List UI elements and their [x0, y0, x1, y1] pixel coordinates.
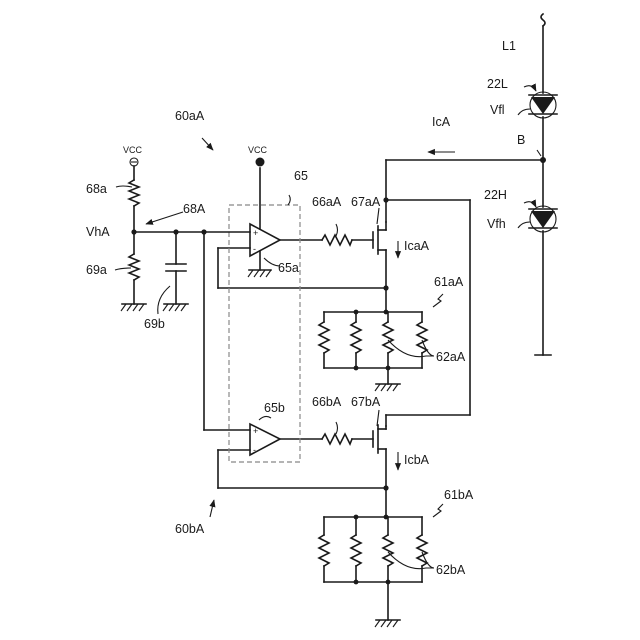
label-vha: VhA [86, 225, 110, 239]
opamp-package-box-65 [229, 205, 300, 462]
label-67ba: 67bA [351, 395, 381, 409]
opamp-a-plus: + [253, 228, 258, 238]
label-69a: 69a [86, 263, 107, 277]
label-68A: 68A [183, 202, 206, 216]
label-62ba: 62bA [436, 563, 466, 577]
label-65: 65 [294, 169, 308, 183]
label-69b: 69b [144, 317, 165, 331]
vcc-node-amp [256, 158, 265, 167]
label-vcc-amp: VCC [248, 145, 268, 155]
opamp-65a [248, 168, 280, 277]
label-67aa: 67aA [351, 195, 381, 209]
feedback-wire-b [218, 450, 386, 488]
led-22h [529, 206, 557, 232]
label-61ba: 61bA [444, 488, 474, 502]
label-66aa: 66aA [312, 195, 342, 209]
label-66ba: 66bA [312, 395, 342, 409]
capacitor-69b [163, 232, 188, 311]
ica-wire [386, 152, 543, 160]
label-icba: IcbA [404, 453, 430, 467]
resistor-bank-61aa [319, 288, 427, 391]
label-68a: 68a [86, 182, 107, 196]
led-22l [529, 92, 557, 118]
label-vfh: Vfh [487, 217, 506, 231]
line-l1 [535, 14, 551, 355]
label-vfl: Vfl [490, 103, 505, 117]
resistor-66aa [280, 235, 352, 245]
transistor-67aa [352, 222, 398, 288]
opamp-a-minus: - [253, 244, 256, 254]
label-62aa: 62aA [436, 350, 466, 364]
label-65b: 65b [264, 401, 285, 415]
label-b: B [517, 133, 525, 147]
label-icaa: IcaA [404, 239, 430, 253]
feedback-wire-a [218, 248, 386, 288]
label-ica: IcA [432, 115, 451, 129]
label-vcc-left: VCC [123, 145, 143, 155]
label-65a: 65a [278, 261, 299, 275]
opamp-b-plus: + [253, 426, 258, 436]
opamp-b-minus: - [253, 445, 256, 455]
transistor-67ba [352, 425, 398, 488]
resistor-bank-61ba [319, 488, 427, 627]
label-22h: 22H [484, 188, 507, 202]
vha-bus [134, 232, 250, 430]
label-61aa: 61aA [434, 275, 464, 289]
leader-lines [115, 86, 541, 569]
label-l1: L1 [502, 39, 516, 53]
main-column [386, 160, 470, 426]
label-22l: 22L [487, 77, 508, 91]
label-60ba: 60bA [175, 522, 205, 536]
label-60aa: 60aA [175, 109, 205, 123]
resistor-66ba [280, 434, 352, 444]
